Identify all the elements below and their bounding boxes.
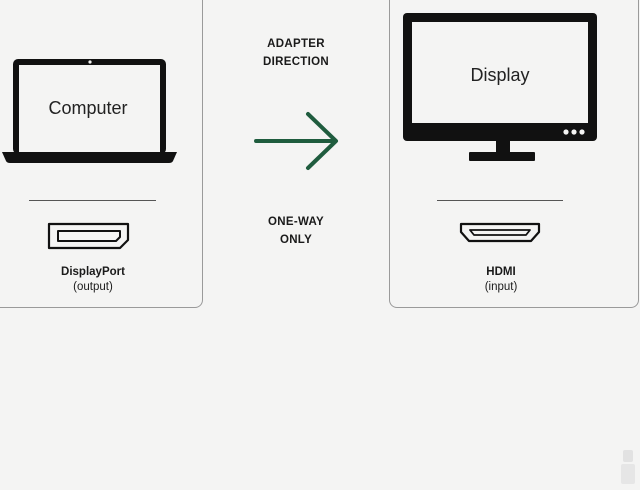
computer-label: Computer xyxy=(48,98,128,118)
adapter-direction-label: ADAPTER DIRECTION xyxy=(236,35,356,71)
displayport-connector-icon xyxy=(47,222,130,250)
one-way-line1: ONE-WAY xyxy=(268,216,324,228)
arrow-right-icon xyxy=(254,112,338,170)
one-way-label: ONE-WAY ONLY xyxy=(236,213,356,249)
displayport-name: DisplayPort xyxy=(61,266,125,278)
hdmi-name: HDMI xyxy=(486,266,516,278)
one-way-line2: ONLY xyxy=(279,234,313,246)
watermark-icon xyxy=(621,450,635,484)
hdmi-connector-icon xyxy=(459,222,541,243)
monitor-icon xyxy=(403,13,597,161)
adapter-direction-line2: DIRECTION xyxy=(263,56,329,68)
source-divider xyxy=(29,200,156,201)
display-label: Display xyxy=(470,65,530,85)
target-port-label: HDMI (input) xyxy=(431,265,571,295)
hdmi-role: (input) xyxy=(484,281,518,293)
displayport-role: (output) xyxy=(73,281,113,293)
adapter-direction-line1: ADAPTER xyxy=(267,38,325,50)
laptop-icon xyxy=(2,59,177,163)
target-divider xyxy=(437,200,563,201)
source-port-label: DisplayPort (output) xyxy=(23,265,163,295)
